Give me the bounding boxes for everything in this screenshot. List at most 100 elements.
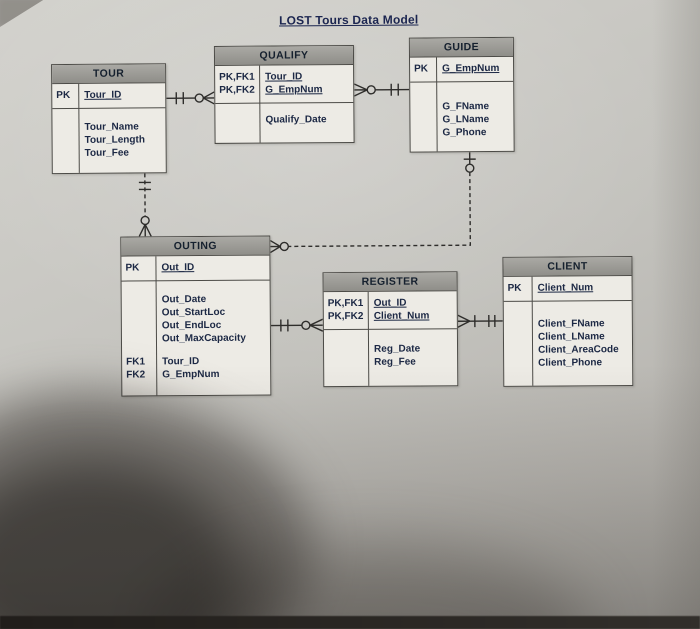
key-cell: PK: [507, 282, 522, 294]
attribute-row: Client_LName: [504, 330, 632, 344]
entity-header: CLIENT: [503, 257, 632, 277]
attribute-row: Tour_Fee: [53, 146, 166, 160]
key-cell: [53, 134, 79, 147]
attribute-name: Qualify_Date: [265, 114, 327, 126]
attribute-section: Qualify_Date: [215, 101, 354, 131]
rel-tour-qualify-connector: [166, 91, 215, 105]
key-cell: [52, 121, 78, 134]
attribute-row: FK1 Tour_ID: [122, 355, 270, 369]
attribute-row: Out_MaxCapacity: [122, 332, 270, 346]
attribute-row: Tour_Length: [53, 133, 166, 147]
key-cell: PK: [56, 89, 71, 102]
attribute-row: PK,FK1 Out_ID: [324, 296, 457, 310]
attribute-name: Tour_ID: [265, 71, 303, 83]
attribute-row: PK Client_Num: [504, 281, 632, 295]
key-cell: [504, 344, 532, 357]
attribute-name: Out_EndLoc: [161, 319, 222, 332]
attribute-row: PK,FK2 Client_Num: [324, 309, 457, 323]
key-cell: PK: [414, 63, 429, 75]
key-cell: [410, 113, 436, 126]
key-cell: PK,FK2: [327, 310, 364, 323]
attribute-name: Client_Num: [537, 282, 594, 294]
attribute-name: G_LName: [442, 114, 490, 126]
attribute-name: Client_AreaCode: [538, 344, 619, 356]
key-cell: PK: [125, 262, 140, 274]
attribute-row: G_Phone: [410, 126, 513, 140]
key-cell: PK,FK2: [219, 84, 255, 96]
attribute-name: Out_StartLoc: [161, 306, 226, 319]
attribute-name: G_EmpNum: [265, 84, 323, 96]
rel-tour-outing-connector: [138, 173, 152, 237]
attribute-name: Tour_Name: [84, 121, 139, 133]
attribute-row: Out_StartLoc: [122, 306, 270, 320]
key-cell: [324, 356, 368, 369]
key-cell: PK,FK1: [219, 71, 255, 83]
attribute-name: Client_Phone: [538, 357, 603, 369]
attribute-name: Tour_Fee: [84, 147, 129, 159]
attribute-name: Client_FName: [537, 318, 605, 330]
key-cell: [122, 306, 156, 319]
attribute-row: Client_FName: [504, 317, 632, 331]
entity-header: OUTING: [121, 236, 270, 257]
attribute-row: PK,FK1 Tour_ID: [215, 70, 353, 84]
attribute-section: PK,FK1 Tour_ID PK,FK2 G_EmpNum: [215, 65, 353, 101]
entity-header: REGISTER: [323, 272, 457, 293]
rel-outing-register-connector: [270, 318, 324, 332]
attribute-section: PK Tour_ID: [52, 83, 165, 106]
attribute-row: Out_Date: [122, 293, 270, 307]
rel-guide-outing-connector: [269, 152, 476, 254]
attribute-name: Tour_ID: [84, 89, 122, 101]
entity-header: GUIDE: [409, 37, 514, 58]
entity-header: QUALIFY: [214, 45, 354, 66]
attribute-name: Out_Date: [161, 294, 207, 306]
attribute-row: G_LName: [410, 113, 513, 127]
attribute-name: G_Phone: [442, 127, 487, 139]
entity-header: TOUR: [52, 64, 166, 85]
attribute-name: Reg_Fee: [374, 356, 416, 368]
key-cell: [215, 114, 259, 127]
attribute-name: Client_Num: [373, 310, 430, 322]
key-cell: [122, 293, 156, 306]
key-cell: FK1: [126, 356, 146, 368]
attribute-name: Client_LName: [537, 331, 605, 343]
key-cell: [324, 343, 368, 356]
attribute-row: Reg_Date: [324, 342, 457, 356]
attribute-row: PK Tour_ID: [52, 88, 165, 102]
rel-client-register-connector: [457, 314, 503, 328]
attribute-row: Out_EndLoc: [122, 319, 270, 333]
key-cell: [53, 147, 79, 160]
attribute-name: Reg_Date: [374, 343, 421, 355]
attribute-name: G_FName: [442, 101, 490, 113]
key-cell: [504, 357, 532, 370]
attribute-row: Reg_Fee: [324, 355, 457, 369]
attribute-name: Tour_Length: [84, 134, 145, 146]
key-cell: [410, 100, 436, 113]
attribute-section: PK G_EmpNum: [410, 57, 513, 80]
attribute-name: Tour_ID: [162, 356, 200, 368]
key-cell: [122, 319, 156, 332]
key-cell: FK2: [126, 369, 146, 381]
attribute-name: Out_ID: [373, 297, 407, 309]
attribute-row: Client_Phone: [504, 356, 632, 370]
attribute-name: G_EmpNum: [442, 62, 500, 75]
key-cell: PK,FK1: [327, 297, 364, 310]
